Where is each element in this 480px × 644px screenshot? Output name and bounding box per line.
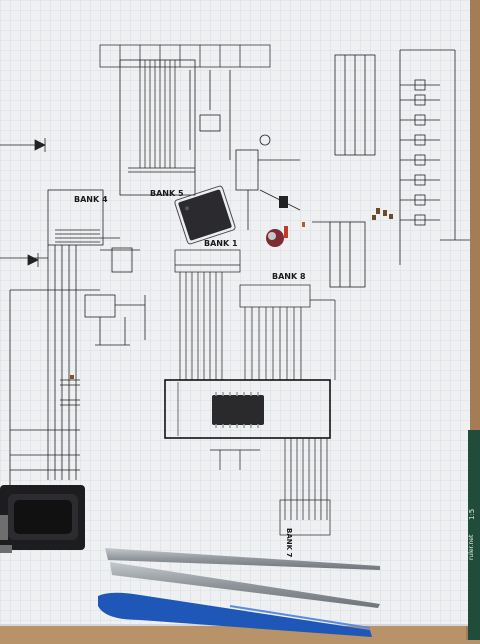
- bank-7-bus: [210, 438, 331, 536]
- vcc-header-block: [334, 54, 376, 156]
- bank-8-bus: [239, 284, 336, 380]
- ruler-scale-label: 1:5: [468, 508, 476, 520]
- small-transistor: [279, 196, 288, 208]
- bank-4-label: BANK 4: [74, 195, 108, 204]
- blue-tweezers: [98, 592, 372, 637]
- bank-4-block: [47, 189, 140, 273]
- green-ruler: [468, 430, 480, 640]
- qfp-chip: [174, 185, 236, 245]
- resistor-ladder: [399, 49, 470, 265]
- small-capacitors: [60, 379, 80, 406]
- red-component: [266, 226, 288, 247]
- bank-1-bus: [174, 249, 241, 380]
- steel-tweezers: [105, 548, 380, 608]
- gnd-header-block: [312, 221, 366, 288]
- bank-1-label: BANK 1: [204, 239, 238, 248]
- soic-chip: [212, 392, 264, 428]
- bank-8-label: BANK 8: [272, 272, 306, 281]
- bank-7-label: BANK 7: [285, 528, 293, 558]
- bank-5-block: [119, 59, 196, 196]
- left-vertical-bus: [0, 144, 100, 490]
- ruler-brand-label: ruler.net: [468, 534, 475, 560]
- top-pin-strip: [99, 44, 271, 68]
- bank-5-label: BANK 5: [150, 189, 184, 198]
- db9-connector: [0, 485, 85, 553]
- left-diodes: [27, 138, 46, 267]
- scattered-smd-parts: [70, 208, 393, 379]
- regulator-block: [84, 294, 146, 346]
- memory-ic-outline: [164, 379, 331, 439]
